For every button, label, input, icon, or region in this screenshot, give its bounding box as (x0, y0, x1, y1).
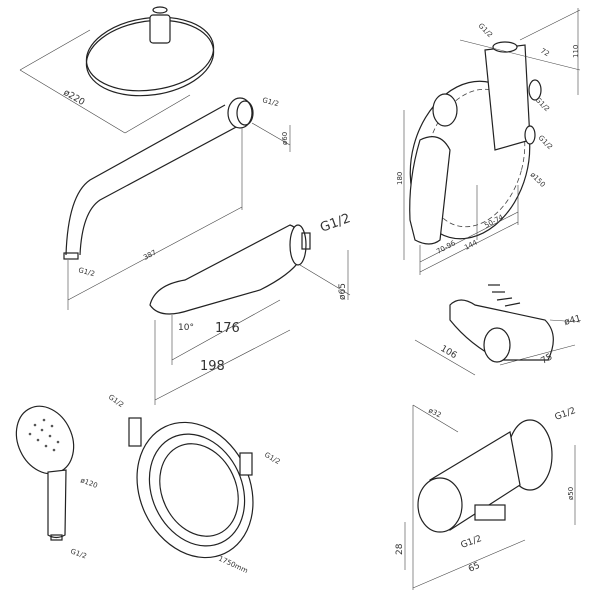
mixer-left-height-label: 180 (396, 172, 404, 185)
hand-shower-thread-label: G1/2 (69, 547, 87, 560)
spout-angle-label: 10° (178, 323, 194, 333)
mixer-plate-label: ø150 (529, 171, 547, 189)
wall-outlet-drawing: ø32 G1/2 ø50 28 G1/2 65 (395, 404, 578, 590)
outlet-thread-top-label: G1/2 (554, 406, 578, 423)
arm-thread-label: G1/2 (261, 96, 279, 108)
hose-drawing: G1/2 G1/2 1750mm (107, 393, 282, 576)
spout-flange-label: ø65 (338, 283, 348, 300)
outlet-height-label: 28 (395, 543, 405, 555)
arm-flange-label: ø60 (281, 132, 289, 145)
hand-shower-drawing: ø120 G1/2 (15, 405, 99, 561)
shower-head-diameter-label: ø220 (62, 88, 87, 108)
outlet-flange-label: ø50 (567, 487, 575, 500)
spout-drawing: ø65 G1/2 10° 176 198 (149, 211, 352, 405)
mixer-side-thread-2-label: G1/2 (537, 134, 554, 151)
outlet-thread-bottom-label: G1/2 (460, 534, 484, 551)
shower-head-drawing: ø220 (19, 6, 215, 134)
mixer-height-label: 110 (572, 45, 580, 58)
holder-length-label: 106 (439, 344, 459, 361)
spout-length-total-label: 198 (200, 359, 225, 374)
outlet-depth-label: 65 (467, 561, 482, 575)
hose-length-label: 1750mm (217, 555, 249, 576)
holder-width-label: 75 (540, 352, 555, 366)
holder-diameter-label: ø41 (563, 314, 582, 328)
hose-thread-a-label: G1/2 (107, 393, 125, 409)
arm-outlet-thread-label: G1/2 (77, 266, 95, 278)
spout-thread-label: G1/2 (318, 211, 352, 236)
hose-thread-b-label: G1/2 (263, 451, 281, 466)
holder-drawing: 106 75 ø41 (414, 284, 582, 376)
spout-length-inner-label: 176 (215, 321, 240, 336)
mixer-depth-label: 72 (539, 47, 551, 58)
mixer-side-thread-1-label: G1/2 (534, 96, 551, 113)
outlet-diameter-label: ø32 (427, 407, 442, 420)
arm-length-label: 387 (142, 248, 158, 261)
mixer-width-label: 144 (463, 238, 479, 252)
mixer-drawing: 110 72 G1/2 G1/2 G1/2 ø150 180 70-96 144… (396, 8, 581, 275)
mixer-top-thread-label: G1/2 (477, 22, 494, 39)
hand-shower-diameter-label: ø120 (79, 476, 98, 490)
